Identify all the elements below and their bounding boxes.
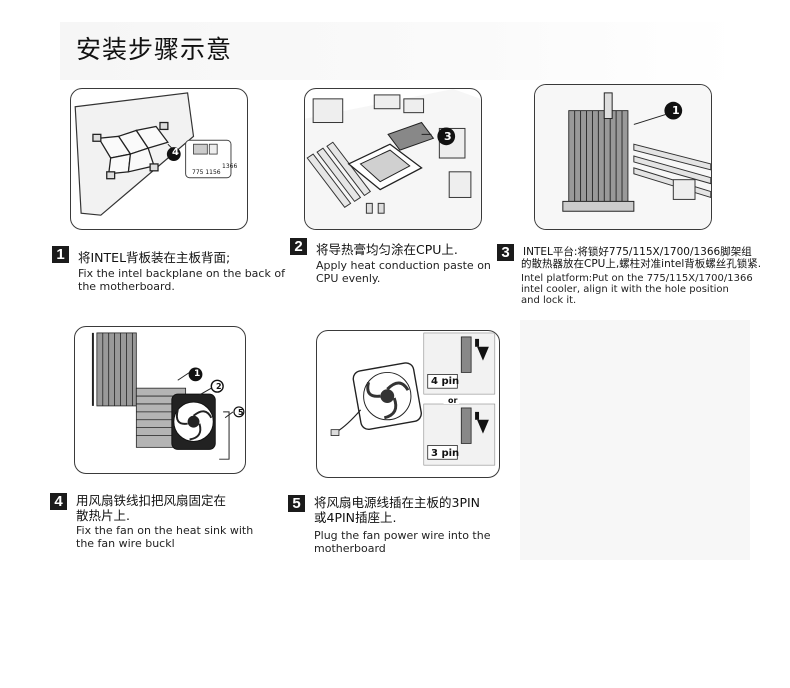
step-1-number: 1 xyxy=(52,246,69,263)
label-or: or xyxy=(448,396,458,405)
backplane-diagram xyxy=(74,92,232,216)
step-5-en-line-1: Plug the fan power wire into the xyxy=(314,529,491,542)
label-3-pin: 3 pin xyxy=(431,448,460,459)
step-3-cn-line-1: INTEL平台:将锁好775/115X/1700/1366脚架组 xyxy=(523,246,752,258)
step-5-number: 5 xyxy=(288,495,305,512)
step-3-number: 3 xyxy=(497,244,514,261)
callout-circle xyxy=(166,147,181,161)
cooler-mount-diagram xyxy=(535,85,711,229)
step-3-en-line-2: intel cooler, align it with the hole pos… xyxy=(521,284,729,295)
callout-1: 1 xyxy=(194,369,201,379)
step-3-en-line-3: and lock it. xyxy=(521,295,577,306)
step-3-text: 3 INTEL平台:将锁好775/115X/1700/1366脚架组 的散热器放… xyxy=(497,244,767,308)
callout-3: 3 xyxy=(444,130,452,143)
step-4-illustration: 1 2 5 xyxy=(74,326,246,474)
step-4-cn-line-1: 用风扇铁线扣把风扇固定在 xyxy=(76,493,227,508)
step-1-en-line-1: Fix the intel backplane on the back of xyxy=(78,267,285,280)
step-3-illustration: 1 xyxy=(534,84,712,230)
step-3-en-line-1: Intel platform:Put on the 775/115X/1700/… xyxy=(521,273,753,284)
callout-socket-775-1156: 775 1156 xyxy=(192,169,221,176)
background-shade-right xyxy=(520,320,750,560)
step-5-cn-line-2: 或4PIN插座上. xyxy=(314,510,397,525)
callout-5: 5 xyxy=(238,408,244,417)
fan-clip-diagram xyxy=(91,332,245,460)
title-band xyxy=(60,22,740,80)
step-2-en-line-2: CPU evenly. xyxy=(316,272,381,285)
step-1-text: 1 将INTEL背板装在主板背面; Fix the intel backplan… xyxy=(52,246,292,296)
fan-drawing xyxy=(352,362,422,431)
paste-applicator xyxy=(387,121,435,151)
step-4-en-line-2: the fan wire buckl xyxy=(76,537,175,550)
step-2-number: 2 xyxy=(290,238,307,255)
callout-socket-1366: 1366 xyxy=(222,163,238,170)
step-2-text: 2 将导热膏均匀涂在CPU上. Apply heat conduction pa… xyxy=(290,238,491,288)
thermal-paste-diagram xyxy=(305,89,481,229)
step-4-number: 4 xyxy=(50,493,67,510)
heatsink-fins xyxy=(568,110,629,208)
step-2-illustration: 3 xyxy=(304,88,482,230)
step-5-en-line-2: motherboard xyxy=(314,542,386,555)
step-1-en-line-2: the motherboard. xyxy=(78,280,175,293)
callout-4: 4 xyxy=(172,147,179,158)
step-2-cn: 将导热膏均匀涂在CPU上. xyxy=(316,242,458,257)
step-5-cn-line-1: 将风扇电源线插在主板的3PIN xyxy=(314,495,481,510)
memory-slots xyxy=(306,141,372,208)
backplane-shape xyxy=(92,121,169,180)
step-2-en-line-1: Apply heat conduction paste on xyxy=(316,259,491,272)
step-4-text: 4 用风扇铁线扣把风扇固定在 散热片上. Fix the fan on the … xyxy=(50,490,290,552)
step-1-illustration: 4 775 1156 1366 xyxy=(70,88,248,230)
fan-connector-diagram xyxy=(330,332,496,466)
step-4-en-line-1: Fix the fan on the heat sink with xyxy=(76,524,254,537)
label-4-pin: 4 pin xyxy=(431,376,460,387)
step-3-cn-line-2: 的散热器放在CPU上,螺柱对准intel背板螺丝孔锁紧. xyxy=(521,258,762,270)
step-5-illustration: 4 pin or 3 pin xyxy=(316,330,500,478)
step-4-cn-line-2: 散热片上. xyxy=(76,508,130,523)
step-5-text: 5 将风扇电源线插在主板的3PIN 或4PIN插座上. Plug the fan… xyxy=(288,492,528,558)
callout-1: 1 xyxy=(672,104,680,117)
callout-2: 2 xyxy=(216,382,222,391)
page-title: 安装步骤示意 xyxy=(76,35,233,64)
step-1-cn: 将INTEL背板装在主板背面; xyxy=(78,250,231,265)
screwdriver xyxy=(603,92,613,120)
